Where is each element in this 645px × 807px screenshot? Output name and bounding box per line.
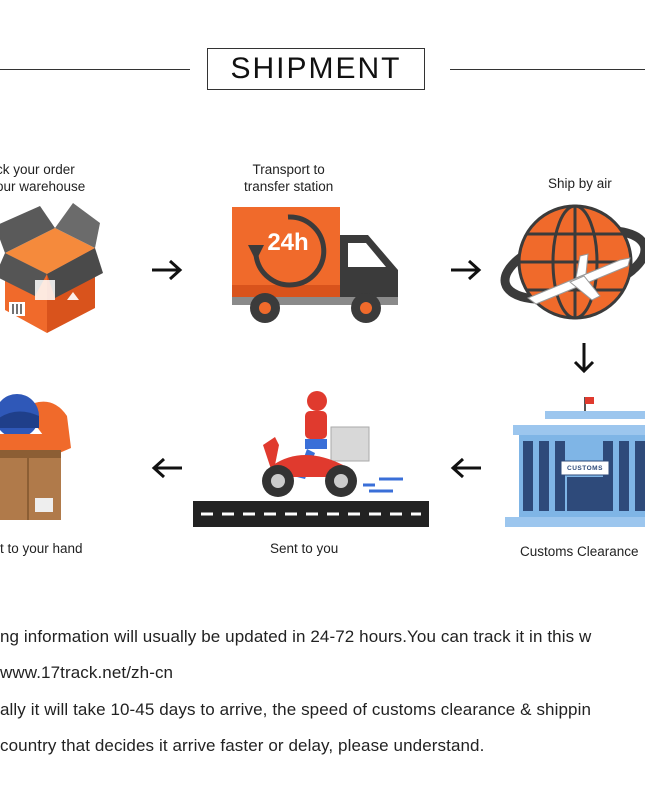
note-understand: country that decides it arrive faster or… xyxy=(0,736,485,755)
note-tracking-url[interactable]: www.17track.net/zh-cn xyxy=(0,663,174,682)
note-delivery-time: ally it will take 10-45 days to arrive, … xyxy=(0,700,592,719)
note-tracking-update: ng information will usually be updated i… xyxy=(0,627,592,646)
header-line-right xyxy=(450,69,645,70)
truck-24h-badge: 24h xyxy=(267,229,309,256)
arrow-right-icon xyxy=(451,259,482,281)
step-hand-label: it to your hand xyxy=(0,541,83,556)
globe-plane-icon xyxy=(500,204,645,320)
courier-with-box-icon xyxy=(0,394,71,520)
header-line-left xyxy=(0,69,190,70)
arrow-down-icon xyxy=(573,343,595,374)
step-transport-label-line1: Transport to xyxy=(252,162,325,177)
step-transport-label: Transport to transfer station xyxy=(244,161,333,195)
package-box-icon xyxy=(0,203,103,333)
step-delivery-label: Sent to you xyxy=(270,541,339,556)
step-customs-label: Customs Clearance xyxy=(520,544,639,559)
delivery-scooter-icon xyxy=(193,391,429,527)
step-pack-label: ck your order our warehouse xyxy=(0,161,85,195)
truck-icon xyxy=(232,207,398,323)
step-pack-label-line1: ck your order xyxy=(0,162,75,177)
customs-building-icon xyxy=(505,397,645,527)
customs-sign: CUSTOMS xyxy=(567,465,603,472)
arrow-left-icon xyxy=(450,457,481,479)
step-transport-label-line2: transfer station xyxy=(244,179,334,194)
page-title: SHIPMENT xyxy=(207,48,425,90)
step-air-label: Ship by air xyxy=(548,176,612,191)
arrow-right-icon xyxy=(152,259,183,281)
step-pack-label-line2: our warehouse xyxy=(0,179,86,194)
arrow-left-icon xyxy=(151,457,182,479)
